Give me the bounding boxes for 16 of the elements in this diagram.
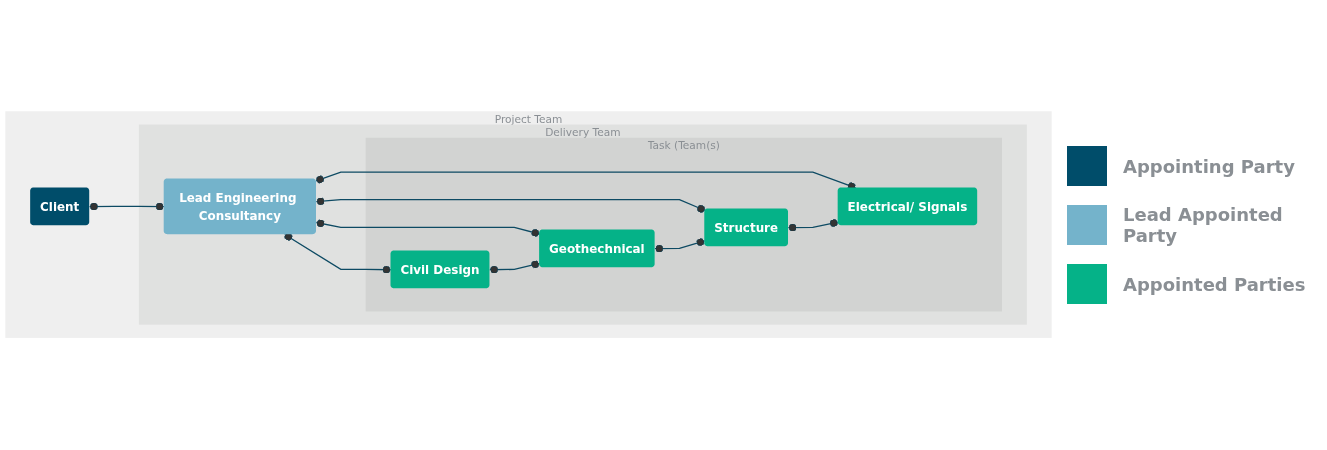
connector bbox=[654, 238, 706, 254]
connector bbox=[787, 219, 839, 232]
connector bbox=[489, 260, 541, 275]
connector bbox=[88, 202, 165, 211]
node-box: Client bbox=[30, 187, 90, 226]
node-box: Electrical/ Signals bbox=[837, 187, 978, 226]
connector bbox=[315, 219, 541, 238]
legend-label: Appointing Party bbox=[1123, 155, 1295, 177]
node-box: Lead Engineering Consultancy bbox=[163, 178, 316, 235]
node-box: Geothechnical bbox=[539, 229, 655, 268]
node-box: Civil Design bbox=[390, 250, 490, 289]
node-box: Structure bbox=[704, 208, 788, 247]
connector bbox=[284, 233, 392, 275]
connector bbox=[315, 197, 706, 214]
legend-label: Lead Appointed Party bbox=[1123, 204, 1284, 246]
legend-label: Appointed Parties bbox=[1123, 273, 1306, 295]
